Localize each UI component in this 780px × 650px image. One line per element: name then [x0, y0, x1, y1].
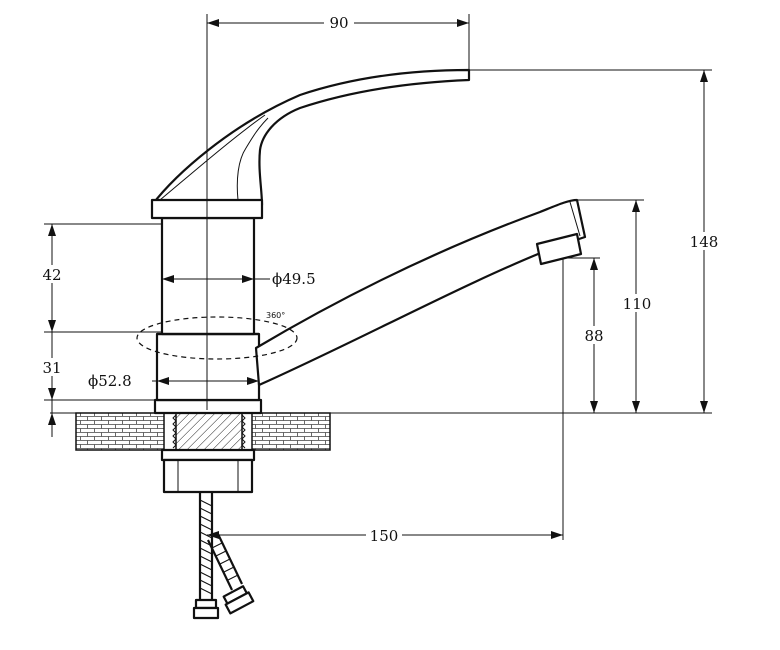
dim-upper-body-height-label: 42 [42, 266, 61, 284]
shank-thread-left [172, 414, 177, 449]
lower-body-base [153, 398, 263, 415]
mounting-nut-washer [160, 448, 256, 462]
dim-overall-height: 148 [469, 69, 722, 413]
dim-spout-reach: 150 [207, 258, 564, 545]
dim-spout-reach-label: 150 [370, 527, 399, 545]
hose-nut-straight [192, 606, 220, 620]
dim-body-heights: 42 31 [38, 223, 162, 437]
hose-braid-straight [199, 499, 213, 595]
countertop [50, 412, 712, 451]
dim-spout-height-label: 110 [623, 295, 652, 313]
threaded-shank [175, 412, 243, 451]
countertop-right [251, 412, 331, 451]
lower-body [155, 332, 261, 402]
dim-upper-diameter-label: ϕ49.5 [272, 270, 316, 288]
spout-arm [254, 198, 587, 387]
dim-upper-diameter: ϕ49.5 [162, 270, 316, 288]
rotation-ellipse [136, 316, 298, 360]
dim-overall-height-label: 148 [690, 233, 719, 251]
dim-lower-diameter: ϕ52.8 [86, 370, 259, 390]
spout [254, 198, 587, 387]
mounting-shank [160, 412, 256, 494]
rotation-label: 360° [266, 311, 285, 320]
dim-handle-width-label: 90 [329, 14, 348, 32]
spout-tip-detail [569, 201, 581, 237]
dim-lower-diameter-label: ϕ52.8 [88, 372, 132, 390]
countertop-left [75, 412, 165, 451]
dim-spout-height: 110 [577, 199, 654, 413]
dim-outlet-height: 88 [565, 257, 609, 413]
supply-hoses [192, 492, 255, 620]
lever-handle [150, 68, 471, 220]
upper-body [160, 216, 256, 336]
hose-braid-angled [211, 542, 239, 581]
spout-aerator [535, 232, 583, 266]
hose-fitting-straight [194, 598, 218, 610]
handle-lever [150, 68, 471, 207]
dim-handle-width: 90 [207, 13, 470, 70]
dim-outlet-height-label: 88 [584, 327, 603, 345]
faucet-body [153, 216, 263, 415]
mounting-nut [162, 458, 254, 494]
hose-nut-angled [224, 591, 255, 615]
shank-thread-right [241, 414, 246, 449]
handle-inner-curve [159, 114, 269, 201]
dim-lower-body-height-label: 31 [42, 359, 61, 377]
